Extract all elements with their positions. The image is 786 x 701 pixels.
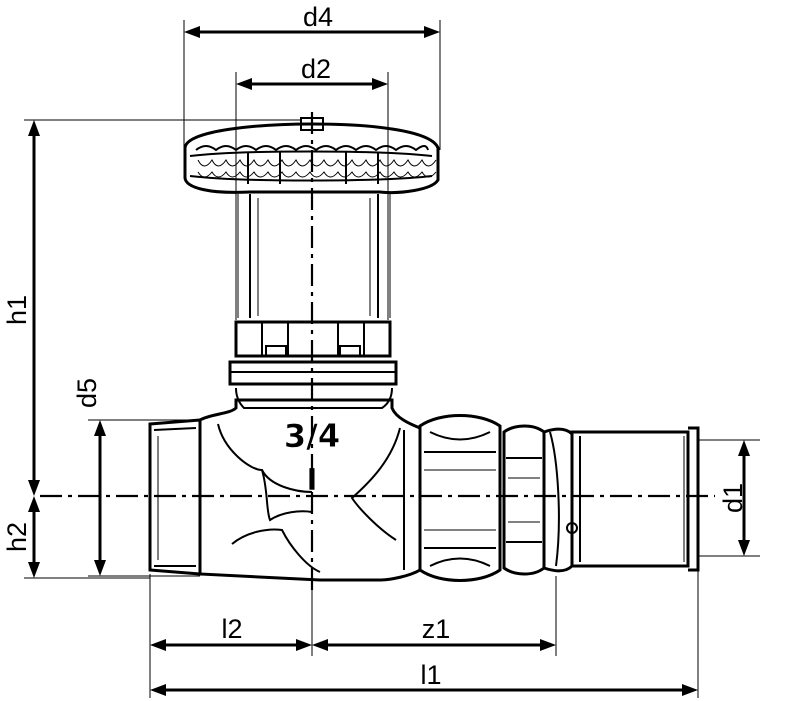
dimension-h1: h1 <box>2 120 40 496</box>
flow-marking: I <box>306 463 317 498</box>
extension-lines <box>24 20 760 698</box>
label-l2: l2 <box>221 614 242 644</box>
label-z1: z1 <box>422 614 451 644</box>
label-d1: d1 <box>718 483 748 513</box>
dimension-d4: d4 <box>184 2 440 38</box>
label-d4: d4 <box>303 2 333 32</box>
label-h2: h2 <box>2 522 32 552</box>
label-d5: d5 <box>72 378 102 408</box>
adapter-hex <box>502 424 546 576</box>
bonnet-nut <box>228 320 398 409</box>
dimension-d5: d5 <box>72 378 106 576</box>
dimension-l1: l1 <box>150 660 698 696</box>
label-h1: h1 <box>2 295 32 325</box>
dimension-l2: l2 <box>150 614 312 651</box>
label-l1: l1 <box>420 660 441 690</box>
dimension-z1: z1 <box>312 614 556 651</box>
dimension-d2: d2 <box>236 54 388 90</box>
dimension-d1: d1 <box>718 440 750 556</box>
union-nut <box>418 414 502 582</box>
valve-body <box>148 398 422 582</box>
label-d2: d2 <box>301 54 331 84</box>
press-sleeve <box>570 426 700 572</box>
dimension-h2: h2 <box>2 496 40 578</box>
stem-housing <box>237 194 391 318</box>
size-marking: 3/4 <box>284 417 340 455</box>
